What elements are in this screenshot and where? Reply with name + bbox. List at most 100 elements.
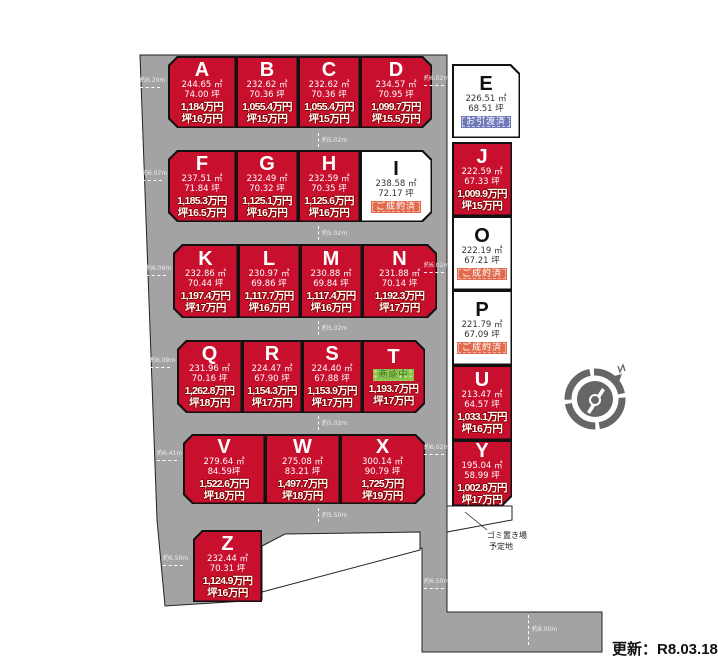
- lot-area-sqm: 232.86 ㎡: [185, 268, 226, 279]
- lot-price-per-tsubo: 坪17万円: [461, 493, 503, 506]
- road-width-arrow: [163, 565, 183, 566]
- lot-shape: [242, 340, 302, 413]
- lot-label: V: [217, 435, 231, 458]
- lot-label: Q: [201, 343, 218, 365]
- status-badge: ご成約済: [456, 342, 507, 354]
- lot-area-sqm: 230.97 ㎡: [248, 268, 290, 279]
- lot-fill: [266, 435, 339, 503]
- lot-shape: [452, 440, 512, 506]
- lot-price-per-tsubo: 坪15万円: [246, 112, 288, 125]
- road-width-label: 約5.02m: [322, 420, 348, 427]
- lot-label: S: [325, 343, 339, 365]
- lot-area-sqm: 232.44 ㎡: [207, 553, 248, 564]
- lot-price-per-tsubo: 坪16万円: [248, 301, 290, 314]
- lot-area-sqm: 226.51 ㎡: [465, 93, 507, 104]
- lot-area-sqm: 300.14 ㎡: [362, 456, 403, 467]
- lot-area-sqm: 195.04 ㎡: [461, 460, 503, 471]
- lot-shape: [302, 340, 362, 413]
- lot-shape: [298, 56, 360, 128]
- road-width-label: 約6.50m: [163, 555, 189, 562]
- lot-area-tsubo: 70.36 坪: [249, 89, 285, 100]
- lot-area-sqm: 231.88 ㎡: [379, 268, 420, 279]
- lot-fill: [243, 341, 301, 412]
- lot-label: Y: [475, 439, 489, 462]
- lot-price-per-tsubo: 坪15万円: [308, 112, 350, 125]
- lot-area-tsubo: 67.09 坪: [464, 330, 500, 340]
- white-area: [261, 531, 421, 593]
- status-badge: 商談中: [373, 368, 414, 381]
- lot-price-per-tsubo: 坪17万円: [251, 397, 293, 409]
- lot-price: 1,522.6万円: [199, 477, 249, 490]
- lot-area-tsubo: 84.59坪: [207, 466, 241, 477]
- lot-price-per-tsubo: 坪17万円: [185, 301, 226, 314]
- lot-shape: [360, 56, 432, 128]
- lot-label: I: [393, 157, 399, 180]
- lot-price-per-tsubo: 坪15万円: [461, 199, 503, 212]
- road-width-arrow: [150, 367, 170, 368]
- lot-fill: [361, 57, 431, 127]
- lot-price: 1,099.7万円: [371, 100, 421, 113]
- lot-area-sqm: 213.47 ㎡: [461, 390, 503, 400]
- road-width-label: 約6.09m: [150, 357, 176, 364]
- lot-area-tsubo: 70.44 坪: [187, 278, 224, 289]
- lot-area-sqm: 232.62 ㎡: [308, 79, 350, 90]
- status-badge: ご成約済: [456, 267, 507, 280]
- lot-price-per-tsubo: 坪16万円: [308, 206, 350, 219]
- lot-price: 1,117.7万円: [244, 289, 294, 302]
- lot-price-per-tsubo: 坪19万円: [362, 489, 403, 502]
- lot-shape: [173, 244, 238, 318]
- lot-fill: [299, 57, 359, 127]
- road-width-label: 約5.02m: [322, 137, 348, 144]
- lot-shape: [265, 434, 340, 504]
- lot-fill: [299, 151, 359, 221]
- lot-label: R: [264, 343, 280, 365]
- lot-area-tsubo: 70.32 坪: [249, 183, 285, 194]
- lot-area-tsubo: 70.16 坪: [191, 374, 228, 384]
- lot-shape: [168, 56, 236, 128]
- lot-fill: [169, 57, 235, 127]
- lot-shape: [452, 142, 512, 216]
- compass-icon: [564, 363, 626, 430]
- lot-area-tsubo: 70.36 坪: [311, 89, 347, 100]
- lot-fill: [178, 341, 241, 412]
- status-badge: お引渡済: [460, 115, 511, 128]
- road-width-arrow: [142, 180, 162, 181]
- garbage-area: [446, 505, 513, 533]
- lot-price: 1,262.8万円: [184, 385, 235, 397]
- lot-shape: [452, 365, 512, 440]
- lot-area-sqm: 234.57 ㎡: [375, 79, 417, 90]
- lot-fill: [341, 435, 424, 503]
